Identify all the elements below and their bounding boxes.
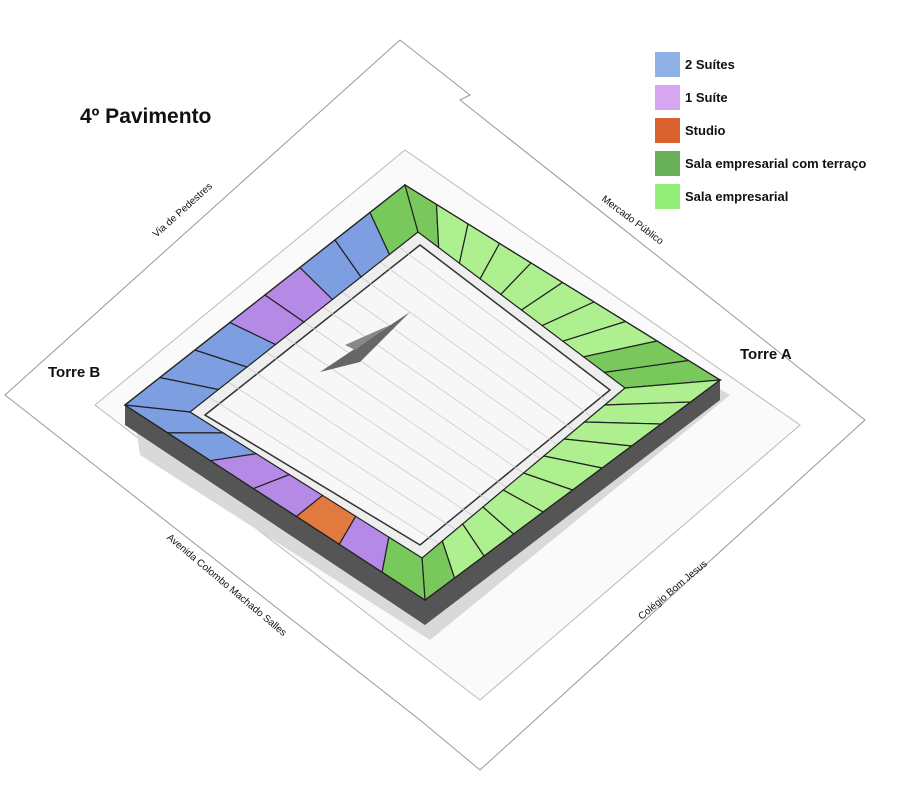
parking-line bbox=[246, 366, 473, 516]
skylight-icon bbox=[345, 325, 390, 350]
legend-label: Studio bbox=[685, 123, 726, 138]
tower-b-label: Torre B bbox=[48, 364, 101, 381]
legend-item-2-suites: 2 Suítes bbox=[655, 52, 866, 77]
legend-item-1-suite: 1 Suíte bbox=[655, 85, 866, 110]
parking-line bbox=[303, 321, 524, 474]
page-title: 4º Pavimento bbox=[80, 105, 212, 128]
legend: 2 Suítes 1 Suíte Studio Sala empresarial… bbox=[655, 52, 866, 217]
legend-item-office: Sala empresarial bbox=[655, 184, 866, 209]
courtyard bbox=[203, 244, 612, 546]
legend-item-studio: Studio bbox=[655, 118, 866, 143]
parking-grid bbox=[208, 246, 609, 545]
parking-line bbox=[208, 396, 440, 545]
parking-line bbox=[265, 351, 490, 502]
unit-tr[interactable] bbox=[381, 536, 426, 602]
legend-item-office-terrace: Sala empresarial com terraço bbox=[655, 151, 866, 176]
legend-swatch bbox=[655, 52, 680, 77]
legend-label: Sala empresarial com terraço bbox=[685, 156, 867, 171]
legend-swatch bbox=[655, 151, 680, 176]
parking-line bbox=[284, 336, 507, 488]
legend-label: 1 Suíte bbox=[685, 90, 728, 105]
parking-line bbox=[341, 291, 558, 445]
legend-label: Sala empresarial bbox=[685, 189, 789, 204]
parking-line bbox=[360, 276, 575, 431]
parking-line bbox=[322, 306, 541, 460]
legend-swatch bbox=[655, 118, 680, 143]
parking-line bbox=[379, 261, 592, 417]
legend-swatch bbox=[655, 85, 680, 110]
parking-line bbox=[398, 246, 609, 403]
tower-a-label: Torre A bbox=[740, 346, 792, 363]
parking-line bbox=[227, 381, 457, 531]
units-layer bbox=[123, 183, 723, 602]
legend-label: 2 Suítes bbox=[685, 57, 735, 72]
building-facade bbox=[125, 380, 720, 625]
legend-swatch bbox=[655, 184, 680, 209]
